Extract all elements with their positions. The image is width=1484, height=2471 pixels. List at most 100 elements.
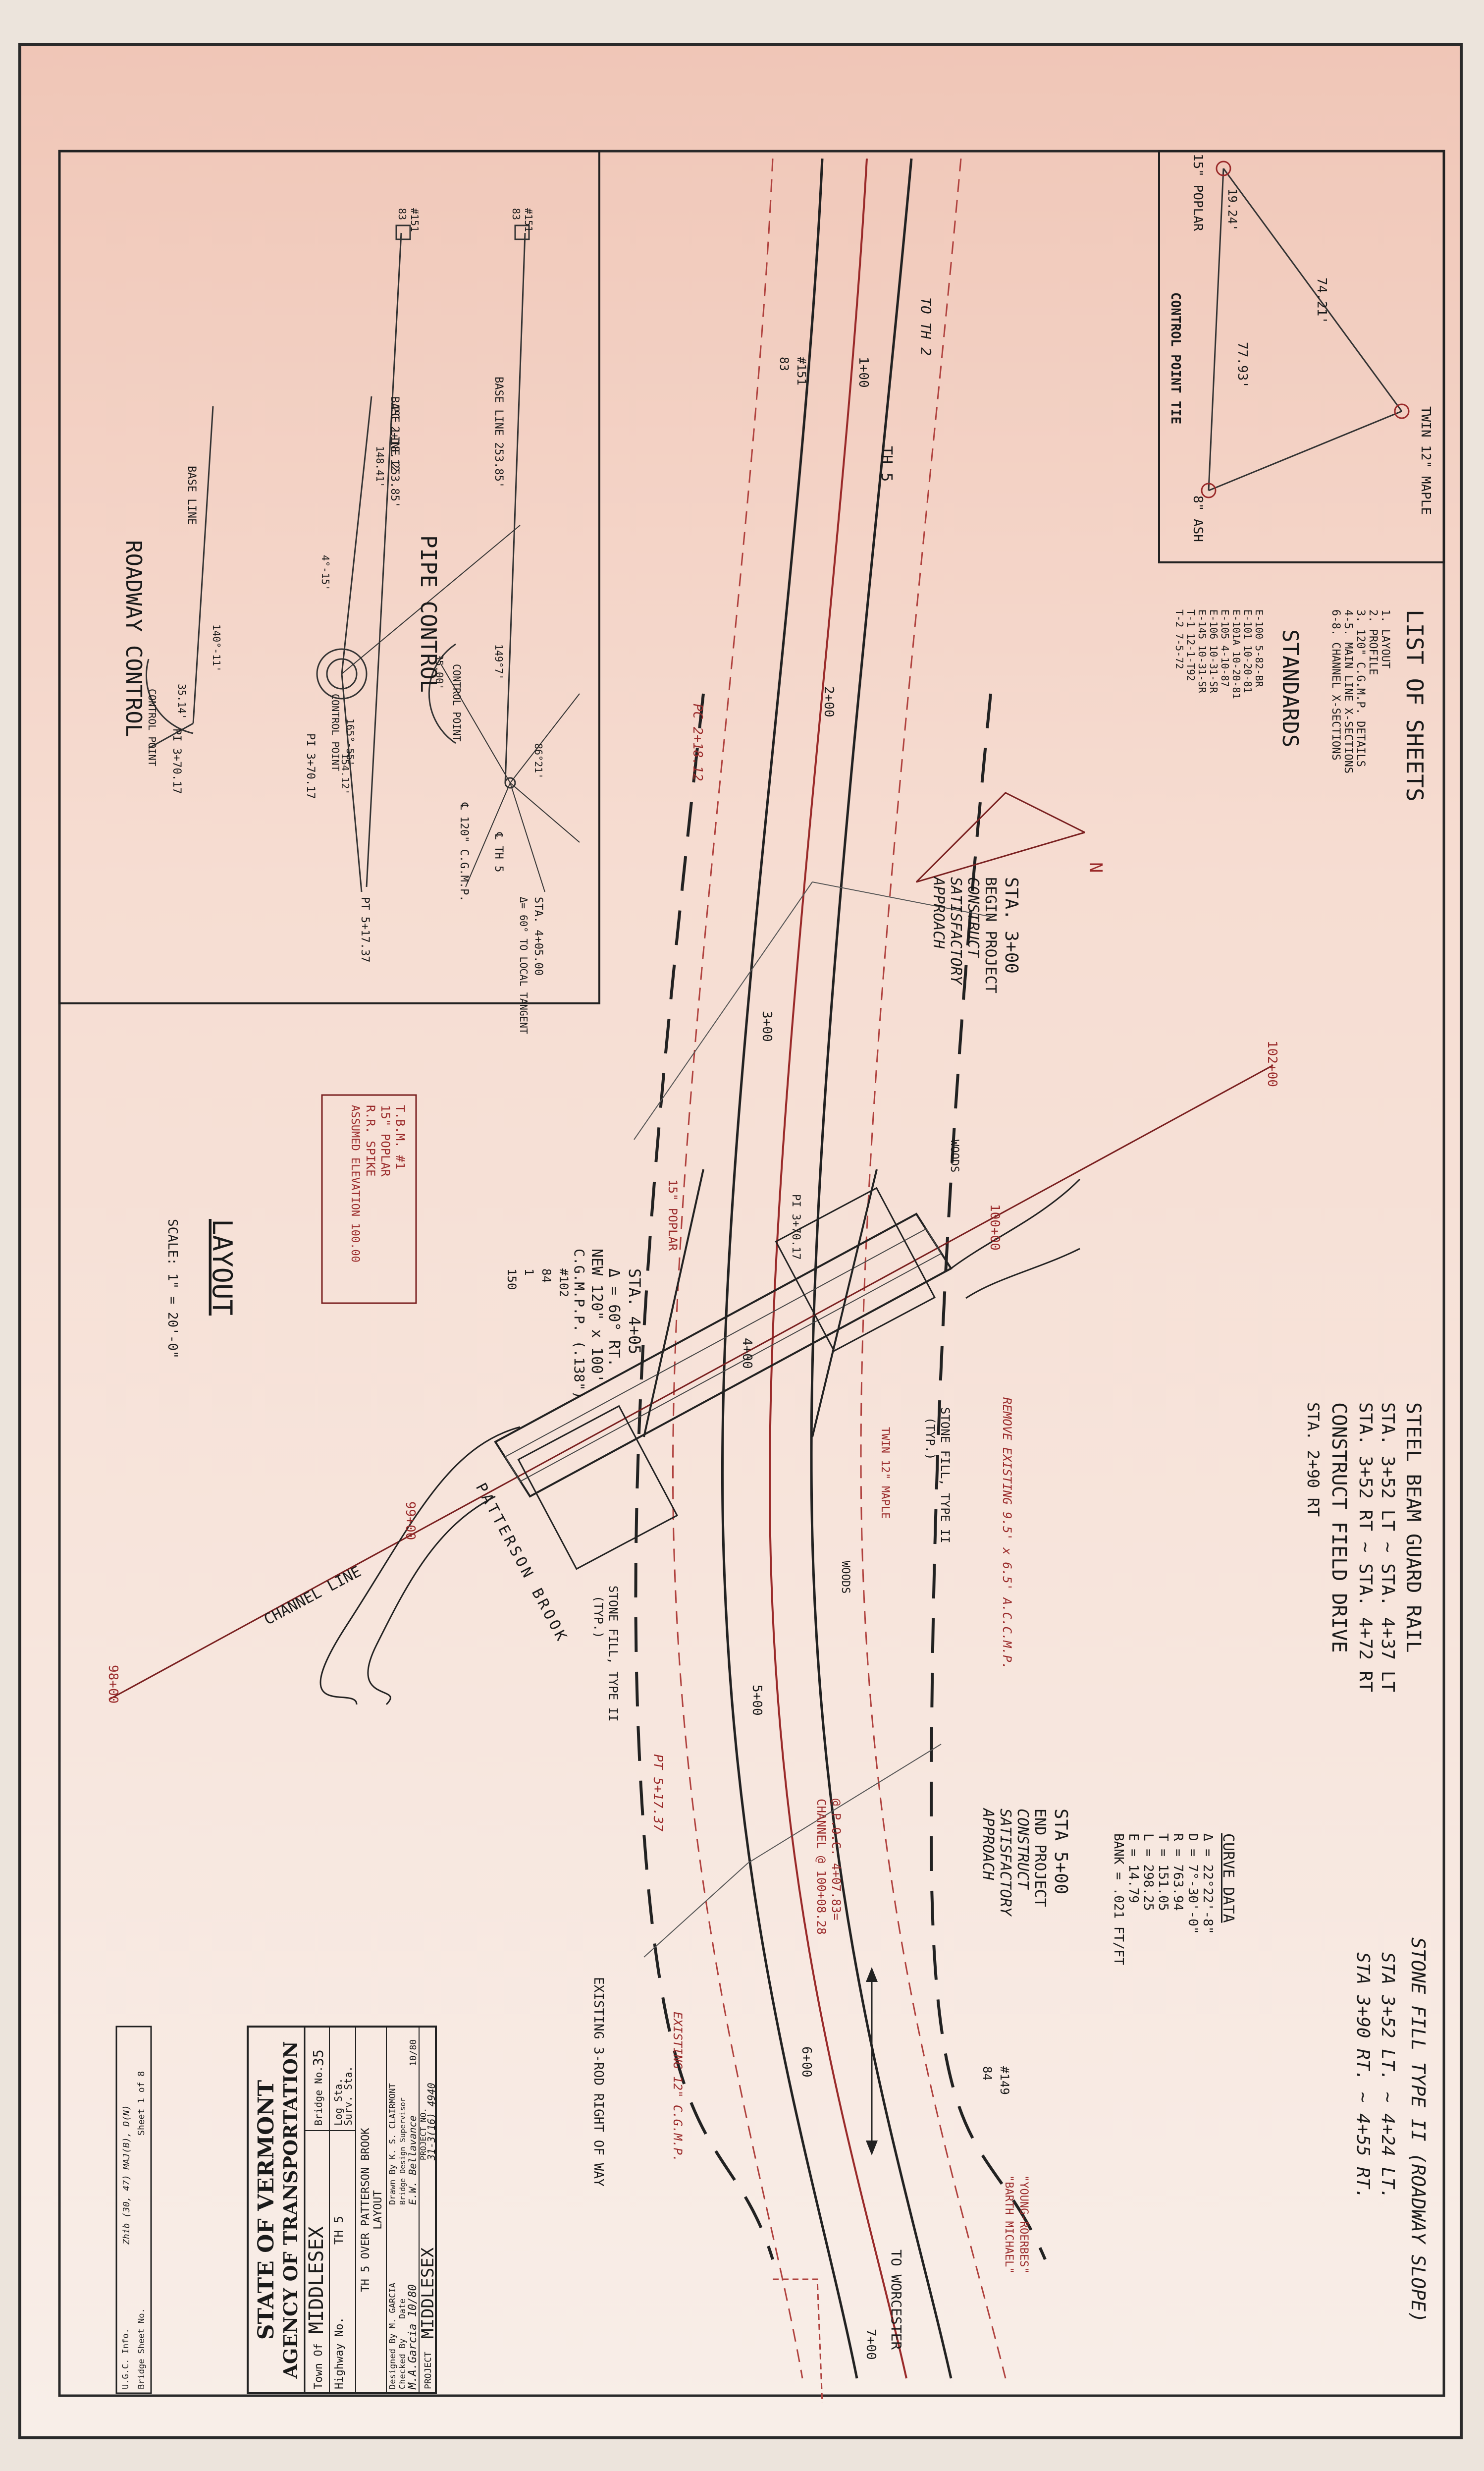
station-6-00: 6+00 [799,2046,814,2078]
town-name: MIDDLESEX [305,2226,328,2334]
end-line-4: APPROACH [979,1808,997,1880]
begin-line-4: APPROACH [930,876,947,949]
project-label: PROJECT [423,2352,433,2389]
curve-radius: R = 763.94 [1170,1833,1185,1911]
inset-control-point-1: CONTROL POINT [451,664,463,742]
row-arrow-top [866,1967,878,1982]
inset-angle-3: 165°-55' [344,718,356,766]
tbm-line-4: ASSUMED ELEVATION 100.00 [349,1105,361,1263]
ugc-info: Zhib (30, 47) MAJ(B), D(N) [121,2105,132,2245]
stone-fill-upper: STONE FILL, TYPE II [938,1407,952,1543]
bm102-label: #102 [557,1268,571,1297]
inset-baseline-2: BASE LINE 253.85' [388,396,401,508]
inset-bm2: #151 [409,208,421,232]
town-label: Town Of [313,2343,325,2389]
end-sta: STA 5+00 [1051,1809,1071,1894]
begin-line-2: CONSTRUCT [964,877,982,958]
title-block-frame [247,2026,437,2394]
inset-control-point-3: CONTROL POINT [146,689,158,767]
end-line-1: END PROJECT [1031,1809,1049,1907]
standard-4: E-105 4-10-87 [1219,609,1231,687]
guard-rail-left: STA. 3+52 LT ~ STA. 4+37 LT [1378,1402,1398,1692]
log-sta-label: Log Sta. [332,2078,344,2126]
culvert-delta: Δ = 60° RT. [605,1268,623,1367]
pc-label: PC 2+18.12 [690,704,705,781]
inset-pc: PC 2+18.12 [388,406,401,472]
bm151-sub: 83 [777,357,791,371]
bridge-sheet-label: Bridge Sheet No. [137,2308,147,2389]
barth-label: "BARTH MICHAEL" [1003,2175,1015,2274]
supervisor-date: 10/80 [408,2039,419,2066]
right-of-way-left [672,158,803,2379]
woods-label-2: WOODS [839,1561,851,1593]
station-3-00: 3+00 [759,1011,774,1042]
poplar-icon [1216,161,1231,176]
curve-delta: Δ = 22°22'-8" [1200,1833,1215,1934]
ugc-label: U.G.C. Info. [121,2328,131,2389]
bm102-sub3: 150 [505,1268,519,1290]
bm102-sub2: 1 [522,1268,536,1275]
right-of-way-right [860,158,1007,2379]
channel-station-102: 102+00 [1265,1041,1279,1087]
existing-culvert [773,2278,823,2404]
existing-cgmp-label: EXISTING 12" C.G.M.P. [671,2012,685,2162]
sheet-item-2: 2. PROFILE [1367,609,1379,675]
stone-fill-right: STA 3+90 RT. ~ 4+55 RT. [1353,1952,1373,2199]
inset-angle-5: 140°-11' [211,624,222,672]
inset-dist-1: 154.12' [339,753,351,795]
checked-by: Checked By [398,2339,408,2389]
channel-station-99: 99+00 [403,1501,418,1540]
tbm-line-3: R.R. SPIKE [364,1105,377,1177]
inner-border [58,150,1445,2397]
north-arrow-icon [915,792,1085,883]
begin-line-3: SATISFACTORY [947,877,964,986]
inset-pi-roadway: PI 3+70.17 [170,728,183,794]
field-drive-sta: STA. 2+90 RT [1304,1402,1323,1517]
inset-bm1: #151 [523,208,534,232]
end-line-3: SATISFACTORY [997,1809,1014,1917]
begin-line-1: BEGIN PROJECT [982,877,999,993]
field-drive-title: CONSTRUCT FIELD DRIVE [1327,1402,1350,1653]
inset-pi: PI 3+70.17 [304,733,317,799]
pt-label: PT 5+17.37 [650,1754,665,1832]
list-of-sheets-title: LIST OF SHEETS [1401,609,1428,802]
inset-dist-4: 35.00' [433,654,445,690]
channel-station-label: CHANNEL @ 100+08.28 [814,1799,828,1935]
curve-external: E = 14.79 [1126,1833,1141,1903]
bm102-sub: 84 [539,1268,553,1283]
brook-bank-lower-b [367,1495,496,1705]
road-edge-left [721,158,858,2379]
inset-baseline-1: BASE LINE 253.85' [492,377,505,488]
road-centerline [769,158,907,2379]
station-2-00: 2+00 [821,686,836,717]
roadway-control-title: ROADWAY CONTROL [121,540,146,737]
standard-3: E-101A 10-20-81 [1230,609,1242,699]
sheet-item-1: 1. LAYOUT [1379,609,1391,668]
inset-cl-cgmp: ℄ 120" C.G.M.P. [458,802,470,902]
bridge-no: 35 [310,2049,326,2066]
inset-angle-4: 4°-15' [319,555,331,591]
project-no: 31-3(16) 4940 [425,2083,437,2161]
outer-border [18,43,1463,2439]
inset-dist-2: 148.41' [374,446,386,488]
inset-baseline-3: BASE LINE [185,466,198,525]
title-block-footer: U.G.C. Info. Zhib (30, 47) MAJ(B), D(N) … [115,2026,152,2394]
poplar-label: 15" POPLAR [666,1179,680,1251]
list-of-sheets: LIST OF SHEETS 1. LAYOUT 2. PROFILE 3. 1… [1329,609,1428,802]
checked-signature: M.A.Garcia 10/80 [407,2284,419,2390]
maple-icon [1394,403,1410,419]
inset-pt: PT 5+17.37 [359,897,371,962]
poc-label: @ P.O.C. 4+07.83= [829,1799,843,1921]
woods-label-1: WOODS [948,1140,960,1172]
stone-fill-upper-typ: (TYP.) [923,1417,937,1460]
slope-line-right [929,693,1047,2260]
checked-date-label: Date [398,2299,408,2319]
tbm-line-1: T.B.M. #1 [393,1105,407,1169]
station-7-00: 7+00 [863,2329,878,2360]
station-5-00: 5+00 [749,1685,764,1716]
paper [20,45,1461,2438]
existing-row-label: EXISTING 3-ROD RIGHT OF WAY [591,1977,606,2187]
title-block: STATE OF VERMONT AGENCY OF TRANSPORTATIO… [247,2026,438,2394]
layout-title: LAYOUT [207,1219,238,1316]
